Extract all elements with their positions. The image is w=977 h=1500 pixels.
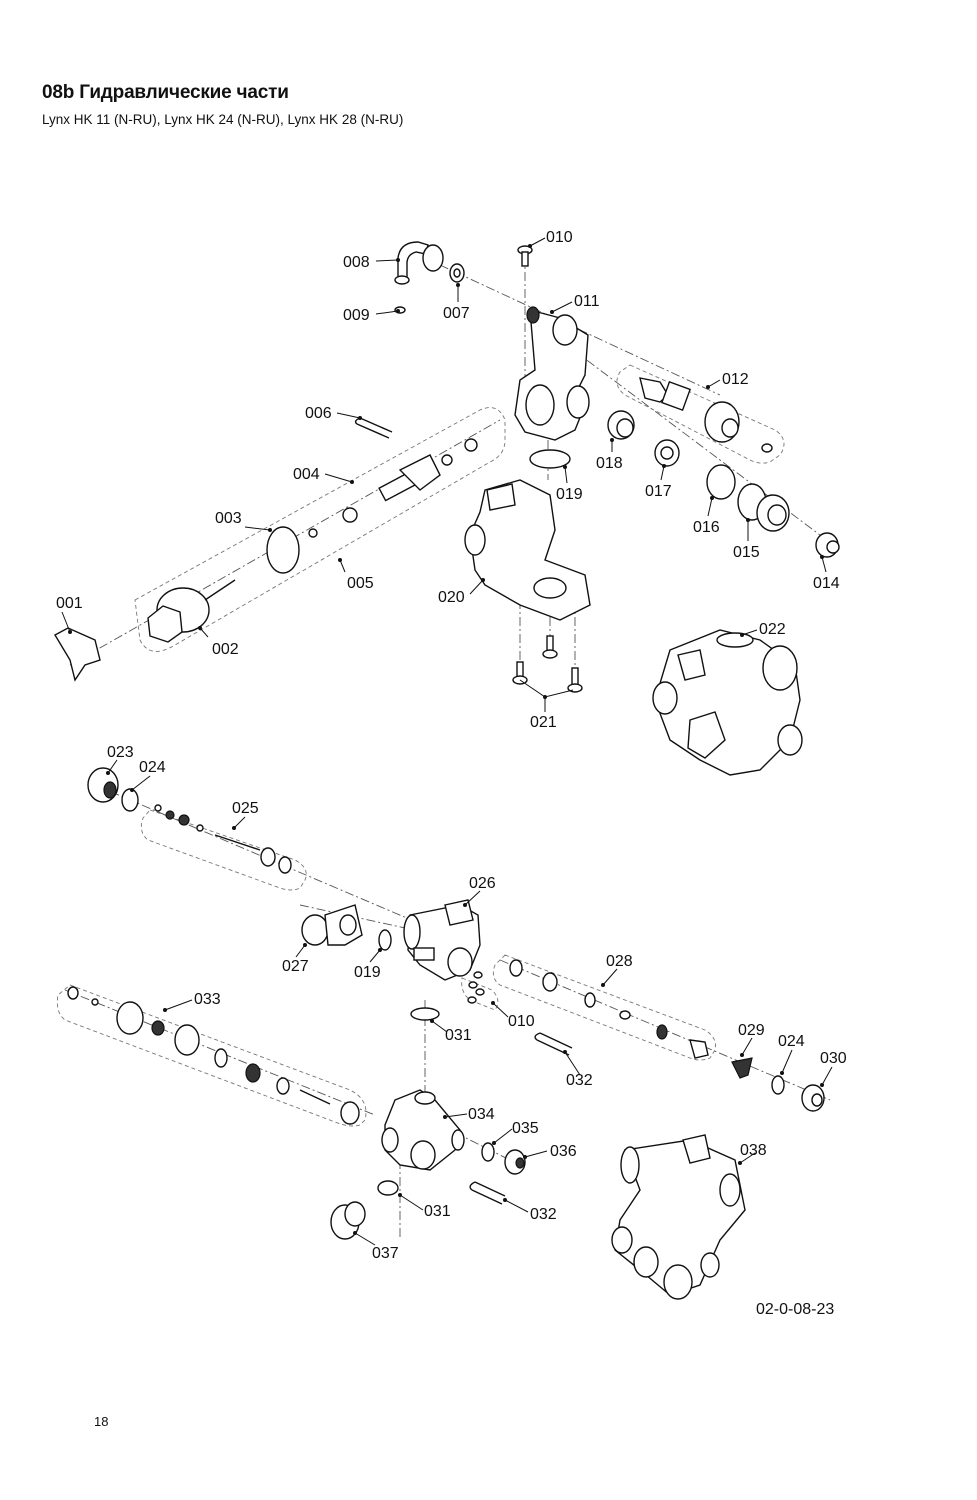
callout-009: 009 xyxy=(343,307,370,324)
part-032-pin-lower xyxy=(469,1181,506,1205)
part-015-fitting xyxy=(737,483,790,532)
part-020-manifold xyxy=(464,479,591,621)
callout-020: 020 xyxy=(438,589,465,606)
callout-025: 025 xyxy=(232,800,259,817)
part-035-oring xyxy=(481,1142,495,1162)
callout-033: 033 xyxy=(194,991,221,1008)
callout-030: 030 xyxy=(820,1050,847,1067)
part-038-assembled-valve xyxy=(611,1134,746,1300)
callout-016: 016 xyxy=(693,519,720,536)
drawing-code: 02-0-08-23 xyxy=(756,1301,835,1318)
callout-005: 005 xyxy=(347,575,374,592)
part-006-pin xyxy=(354,417,393,439)
callout-036: 036 xyxy=(550,1143,577,1160)
callout-010: 010 xyxy=(546,229,573,246)
part-014-filter xyxy=(815,532,840,558)
part-027-fitting xyxy=(301,904,363,946)
part-030-nut xyxy=(801,1084,825,1112)
page-number: 18 xyxy=(94,1414,109,1429)
callout-026: 026 xyxy=(469,875,496,892)
part-002-plug xyxy=(147,579,236,643)
part-003-oring xyxy=(266,526,300,574)
part-008-pipe xyxy=(394,241,444,285)
callout-024-right: 024 xyxy=(778,1033,805,1050)
callout-028: 028 xyxy=(606,953,633,970)
callout-029: 029 xyxy=(738,1022,765,1039)
callout-023: 023 xyxy=(107,744,134,761)
callout-004: 004 xyxy=(293,466,320,483)
callout-007: 007 xyxy=(443,305,470,322)
callout-024: 024 xyxy=(139,759,166,776)
part-034-valve-body xyxy=(381,1089,465,1171)
part-011-housing xyxy=(514,306,590,441)
callout-034: 034 xyxy=(468,1106,495,1123)
part-010-screws-lower xyxy=(467,971,485,1004)
callout-022: 022 xyxy=(759,621,786,638)
part-007-washer xyxy=(449,263,465,283)
callout-037: 037 xyxy=(372,1245,399,1262)
part-018-bushing xyxy=(607,410,635,440)
callout-015: 015 xyxy=(733,544,760,561)
callout-011: 011 xyxy=(574,293,600,310)
leader-lines xyxy=(61,237,833,1246)
part-031-oring xyxy=(410,1007,440,1021)
callout-002: 002 xyxy=(212,641,239,658)
callout-018: 018 xyxy=(596,455,623,472)
part-019-oring xyxy=(529,449,571,469)
part-004-cartridge xyxy=(308,438,478,538)
part-024-oring-right xyxy=(771,1075,785,1095)
part-021-screws xyxy=(512,635,583,693)
part-001-clip xyxy=(54,627,101,682)
part-037-fitting xyxy=(330,1201,366,1240)
callout-003: 003 xyxy=(215,510,242,527)
callout-019: 019 xyxy=(556,486,583,503)
part-033-valve-stem xyxy=(67,986,360,1125)
callout-012: 012 xyxy=(722,371,749,388)
callout-038: 038 xyxy=(740,1142,767,1159)
page-title: 08b Гидравлические части xyxy=(42,82,289,103)
part-028-valve-stem xyxy=(509,959,709,1059)
part-012-valve-assembly xyxy=(639,377,773,453)
callout-032-lower: 032 xyxy=(530,1206,557,1223)
callout-001: 001 xyxy=(56,595,83,612)
callout-010-lower: 010 xyxy=(508,1013,535,1030)
callout-031: 031 xyxy=(445,1027,472,1044)
callout-032: 032 xyxy=(566,1072,593,1089)
part-019-oring-lower xyxy=(378,929,392,951)
callout-labels: 001 002 003 004 005 006 007 008 009 010 … xyxy=(56,229,847,1262)
callout-008: 008 xyxy=(343,254,370,271)
part-025-valve-stem xyxy=(154,804,292,874)
callout-019-lower: 019 xyxy=(354,964,381,981)
callout-017: 017 xyxy=(645,483,672,500)
part-036-plug xyxy=(504,1149,526,1175)
part-022-assembled-manifold xyxy=(652,629,803,776)
part-017-nut xyxy=(654,439,680,467)
part-024-oring xyxy=(121,788,139,812)
part-029-cap xyxy=(731,1057,753,1079)
part-010-screw xyxy=(517,245,533,267)
page-subtitle: Lynx HK 11 (N-RU), Lynx HK 24 (N-RU), Ly… xyxy=(42,112,404,127)
callout-006: 006 xyxy=(305,405,332,422)
part-026-valve-body xyxy=(403,899,481,981)
callout-021: 021 xyxy=(530,714,557,731)
callout-027: 027 xyxy=(282,958,309,975)
callout-035: 035 xyxy=(512,1120,539,1137)
part-016-oring xyxy=(706,464,736,500)
part-031-oring-lower xyxy=(377,1180,399,1196)
callout-031-lower: 031 xyxy=(424,1203,451,1220)
part-023-plug xyxy=(87,767,119,803)
callout-014: 014 xyxy=(813,575,840,592)
